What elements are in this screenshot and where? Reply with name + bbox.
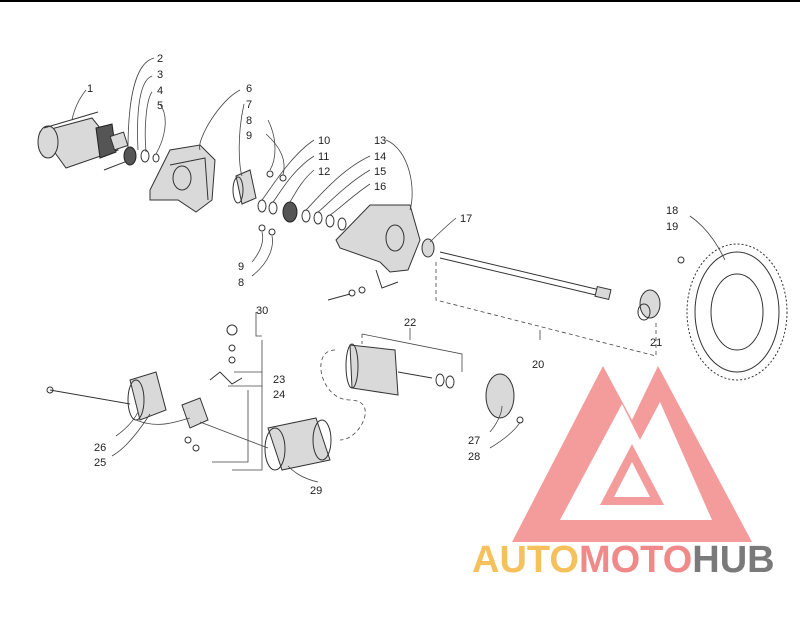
callout-30: 30 [256,305,268,317]
callout-16: 16 [374,181,386,193]
callout-5: 5 [157,100,163,112]
callout-9-upper: 9 [246,130,252,142]
watermark-text-moto: MOTO [579,539,692,581]
callout-9-lower: 9 [238,261,244,273]
callout-29: 29 [310,485,322,497]
part-coupling [637,289,661,321]
callout-27: 27 [468,435,480,447]
callout-22: 22 [404,317,416,329]
callout-25: 25 [94,457,106,469]
watermark-logo: AUTOMOTOHUB [472,366,775,581]
callout-2: 2 [157,53,163,65]
part-end-cap [46,371,167,421]
watermark-text-auto: AUTO [472,539,579,581]
callout-labels: 1 2 3 4 5 6 7 8 9 10 11 12 13 14 15 16 1… [87,53,678,497]
part-bolts-lower [258,224,276,236]
callout-19: 19 [666,221,678,233]
part-motor-housing [264,417,332,471]
callout-23: 23 [273,374,285,386]
callout-1: 1 [87,83,93,95]
part-bushing [232,169,257,205]
callout-8-upper: 8 [246,115,252,127]
part-mounting-bracket [149,144,216,213]
callout-6: 6 [246,83,252,95]
callout-26: 26 [94,442,106,454]
callout-8-lower: 8 [238,277,244,289]
part-ring-gear [677,243,788,381]
watermark-triangle-mark [512,366,752,542]
callout-14: 14 [374,151,386,163]
callout-15: 15 [374,166,386,178]
callout-24: 24 [273,389,285,401]
callout-10: 10 [318,135,330,147]
leader-lines [71,57,726,483]
part-bolt-with-washers [327,286,366,301]
callout-11: 11 [318,151,329,163]
callout-13: 13 [374,135,386,147]
part-gear-set [257,199,347,231]
callout-12: 12 [318,166,330,178]
part-drive-shaft [439,251,612,301]
top-border [0,0,800,2]
callout-28: 28 [468,451,480,463]
callout-20: 20 [532,359,544,371]
part-brush-holder [181,324,243,452]
callout-18: 18 [666,205,678,217]
callout-4: 4 [157,85,163,97]
callout-17: 17 [460,213,472,225]
part-end-plate [485,373,524,424]
part-armature [345,343,455,396]
callout-7: 7 [246,99,252,111]
part-support-bracket [335,204,421,289]
part-small-gear [123,146,160,166]
svg-text:AUTOMOTOHUB: AUTOMOTOHUB [472,539,775,581]
watermark-inner-g [600,444,664,505]
part-starter-motor [37,111,131,171]
part-bearing [421,238,435,258]
watermark-text-hub: HUB [692,539,774,581]
callout-21: 21 [650,337,662,349]
callout-3: 3 [157,69,163,81]
